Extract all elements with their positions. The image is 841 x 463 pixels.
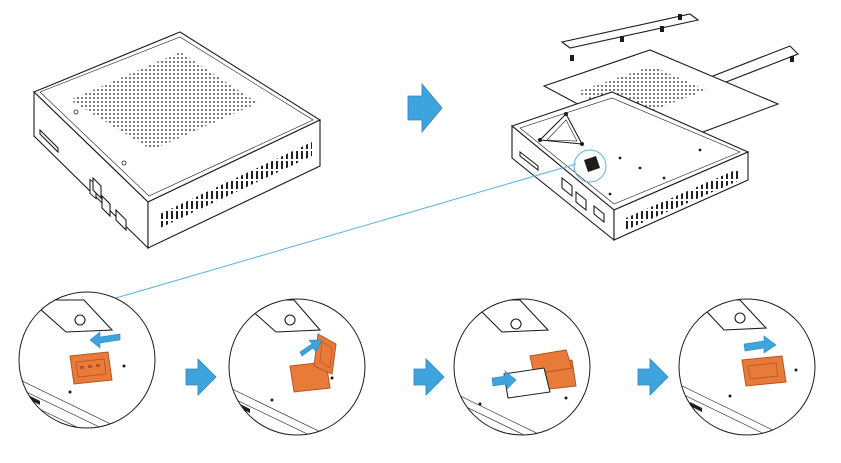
- right-arrow-icon: [637, 358, 669, 396]
- sim-card-insert-icon: [453, 298, 591, 436]
- right-arrow-icon: [407, 82, 443, 134]
- right-arrow-icon: [185, 358, 217, 396]
- mini-pc-opened-icon: [510, 13, 799, 242]
- leader-line: [115, 163, 577, 299]
- sim-slot-lift-icon: [228, 298, 366, 436]
- mini-pc-closed-icon: [33, 31, 322, 250]
- sim-slot-slide-right-icon: [678, 298, 816, 436]
- right-arrow-icon: [413, 358, 445, 396]
- sim-slot-slide-left-icon: [18, 291, 156, 429]
